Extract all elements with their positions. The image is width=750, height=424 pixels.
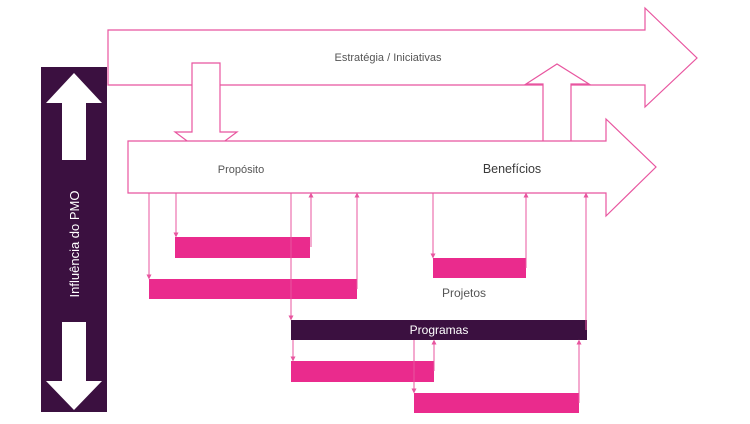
projects-label: Projetos	[442, 286, 486, 300]
project-bar-4	[291, 361, 434, 382]
project-bar-2	[149, 279, 357, 299]
pmo-influence-label: Influência do PMO	[67, 191, 82, 298]
project-bar-3	[433, 258, 526, 278]
project-bar-1	[175, 237, 310, 258]
purpose-label: Propósito	[218, 164, 264, 176]
connectors	[146, 192, 589, 403]
pmo-down-arrow-icon	[46, 322, 102, 410]
purpose-benefits-arrow	[127, 117, 657, 218]
project-bar-5	[414, 393, 579, 413]
pmo-up-arrow-icon	[46, 73, 102, 160]
strategy-label: Estratégia / Iniciativas	[335, 52, 442, 64]
programs-label: Programas	[410, 323, 469, 337]
programs-bar	[291, 320, 587, 340]
benefits-label: Benefícios	[483, 162, 541, 176]
